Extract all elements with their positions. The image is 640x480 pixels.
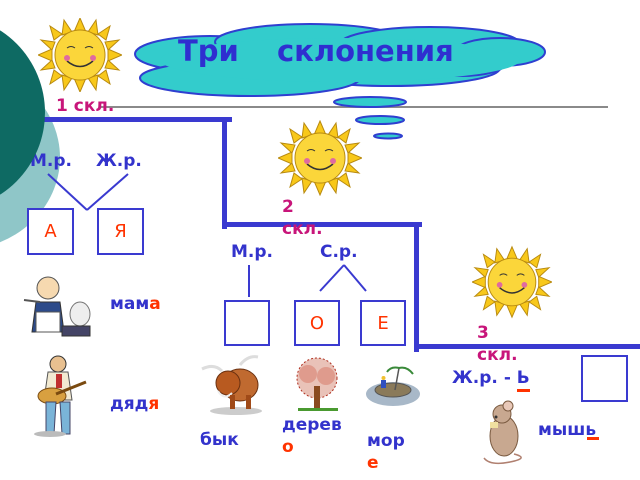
example-word-derevo: дерев о — [282, 414, 342, 458]
title-word-1: Три — [178, 34, 239, 68]
word-stem: дерев — [282, 415, 342, 435]
word-stem: мам — [110, 294, 150, 314]
gender-masculine-2: М.р. — [231, 242, 274, 262]
word-ending: о — [282, 437, 294, 457]
word-stem: мор — [367, 431, 405, 451]
example-word-more: мор е — [367, 430, 405, 474]
thought-cloud-icon — [134, 23, 546, 140]
soft-sign-ending: Ь — [516, 368, 530, 392]
mouse-icon — [480, 400, 532, 466]
word-text: мышь — [538, 420, 597, 440]
man-guitar-icon — [26, 354, 90, 438]
ending-box-empty — [224, 300, 270, 346]
step-1-riser — [222, 117, 227, 229]
title-cloud — [130, 20, 570, 140]
word-ending: я — [148, 394, 160, 414]
branch-lines — [47, 173, 129, 211]
gender-masculine: М.р. — [30, 151, 73, 171]
word-ending: а — [149, 294, 161, 314]
step-2-riser — [414, 225, 419, 352]
ending-box-3 — [581, 355, 628, 402]
soft-sign-underline — [587, 437, 599, 440]
ending-box-a: А — [27, 208, 74, 255]
sun-icon — [278, 120, 362, 196]
word-ending: е — [367, 453, 379, 473]
word-stem: дяд — [110, 394, 149, 414]
declension-2-text: скл. — [282, 219, 323, 239]
declension-2-number: 2 — [282, 197, 294, 217]
bull-icon — [200, 355, 266, 415]
example-word-mysh: мышь — [538, 420, 596, 440]
step-1-bar — [0, 117, 232, 122]
title-word-2: склонения — [276, 34, 454, 68]
gender-rule-text: Ж.р. - — [452, 368, 517, 388]
sun-icon — [472, 245, 552, 319]
woman-cooking-icon — [22, 272, 94, 344]
declension-2-label: 2 скл. — [282, 196, 323, 240]
branch-lines-2 — [248, 264, 367, 297]
island-sea-icon — [365, 364, 421, 412]
declension-1-label: 1 скл. — [56, 96, 115, 116]
gender-rule-feminine: Ж.р. - Ь — [452, 368, 530, 392]
tree-icon — [288, 356, 346, 414]
example-word-mama: мама — [110, 294, 161, 314]
declension-3-number: 3 — [477, 323, 489, 343]
gender-feminine: Ж.р. — [96, 151, 142, 171]
page-title: Три склонения — [178, 34, 454, 68]
step-2-bar — [222, 222, 422, 227]
gender-neuter: С.р. — [320, 242, 358, 262]
example-word-dyadya: дядя — [110, 394, 159, 414]
sun-icon — [38, 18, 122, 92]
declension-3-label: 3 скл. — [477, 322, 518, 366]
ending-box-o: О — [294, 300, 340, 346]
ending-box-e: Е — [360, 300, 406, 346]
ending-box-ya: Я — [97, 208, 144, 255]
step-3-bar — [414, 344, 640, 349]
declension-3-text: скл. — [477, 345, 518, 365]
example-word-byk: бык — [200, 430, 239, 450]
